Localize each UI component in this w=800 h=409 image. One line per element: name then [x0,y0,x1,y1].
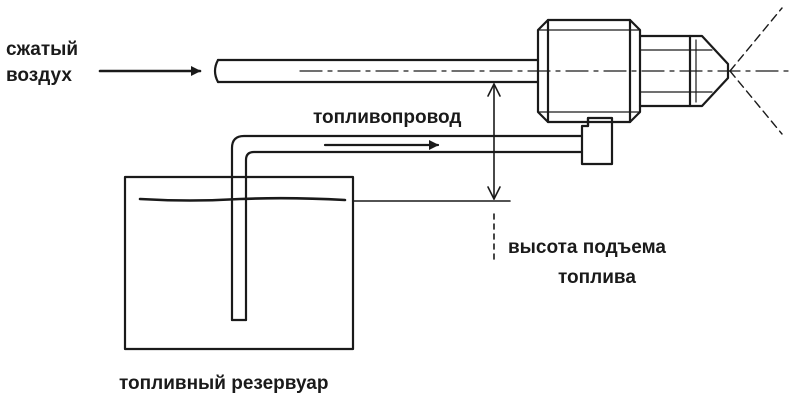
lift-height-dimension [487,83,501,263]
fuel-tank [123,175,355,351]
spray-cone [729,7,783,135]
label-lift-height-line2: топлива [558,267,636,288]
label-compressed-air-line2: воздух [6,65,72,86]
label-compressed-air-line1: сжатый [6,39,79,60]
fuel-level-line [138,196,347,202]
nozzle-body [536,18,730,124]
label-lift-height-line1: высота подъема [508,237,666,258]
fuel-fitting [580,116,614,166]
label-fuel-line: топливопровод [313,107,462,128]
fuel-pipe [230,134,584,322]
label-fuel-tank: топливный резервуар [119,373,329,394]
air-pipe [213,58,540,84]
